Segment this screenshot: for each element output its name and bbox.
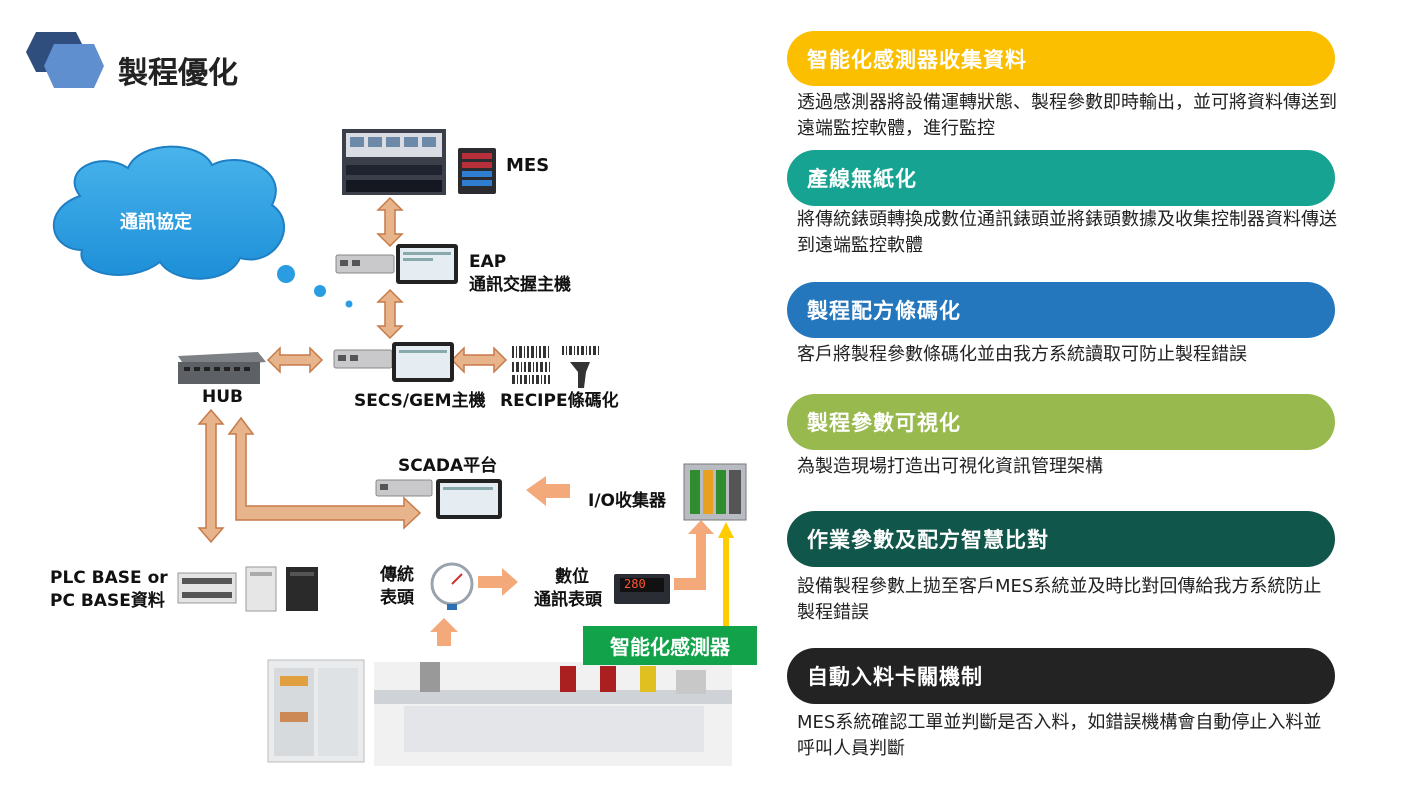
digital-meter-label-line1: 數位 (555, 567, 589, 587)
pc-tower-white-icon (245, 566, 277, 612)
hexagon-logo-icon (26, 32, 104, 88)
digital-meter-label-line2: 通訊表頭 (534, 590, 602, 610)
pc-tower-black-icon (286, 567, 318, 611)
feature-title: 製程參數可視化 (807, 411, 961, 435)
smart-sensor-label: 智能化感測器 (583, 626, 757, 665)
feature-pill-paperless: 產線無紙化 (787, 150, 1335, 206)
arrow-hub-scada (227, 416, 422, 530)
feature-desc-recipe-barcode: 客戶將製程參數條碼化並由我方系統讀取可防止製程錯誤 (797, 344, 1247, 365)
io-collector-icon (683, 463, 747, 521)
feature-title: 作業參數及配方智慧比對 (807, 528, 1049, 552)
control-room-image (342, 129, 446, 195)
eap-box-pc-icon (335, 254, 395, 274)
process-diagram (52, 129, 747, 766)
electrical-cabinet-image (267, 659, 365, 763)
scada-panel-pc-icon (436, 479, 502, 519)
recipe-label: RECIPE條碼化 (500, 391, 619, 411)
traditional-gauge-label-line1: 傳統 (380, 565, 414, 585)
barcode-icon (512, 346, 599, 384)
scada-label: SCADA平台 (398, 456, 498, 476)
production-machine-image (374, 662, 732, 766)
feature-pill-recipe-barcode: 製程配方條碼化 (787, 282, 1335, 338)
secs-panel-pc-icon (392, 342, 454, 382)
io-collector-label: I/O收集器 (588, 491, 666, 511)
feature-title: 智能化感測器收集資料 (807, 47, 1027, 72)
feature-title: 產線無紙化 (807, 167, 917, 191)
arrow-hub-plc (197, 408, 225, 544)
hub-label: HUB (202, 387, 243, 407)
plc-label-line2: PC BASE資料 (50, 591, 165, 611)
plc-controller-icon (177, 572, 237, 604)
mes-label: MES (506, 155, 550, 176)
eap-panel-pc-icon (396, 244, 458, 284)
traditional-gauge-label-line2: 表頭 (380, 588, 414, 608)
arrow-hub-secs (266, 346, 324, 374)
feature-title: 製程配方條碼化 (807, 299, 961, 323)
feature-pill-smart-compare: 作業參數及配方智慧比對 (787, 511, 1335, 567)
feature-pill-visualization: 製程參數可視化 (787, 394, 1335, 450)
arrow-io-scada (526, 476, 570, 506)
feature-pill-smart-sensor: 智能化感測器收集資料 (787, 31, 1335, 86)
digital-meter-readout: 280 (624, 577, 646, 591)
plc-label-line1: PLC BASE or (50, 568, 168, 588)
arrow-secs-recipe (450, 346, 508, 374)
cloud-label: 通訊協定 (120, 212, 192, 233)
feature-desc-auto-feed: MES系統確認工單並判斷是否入料，如錯誤機構會自動停止入料並呼叫人員判斷 (797, 712, 1322, 759)
feature-desc-smart-compare: 設備製程參數上拋至客戶MES系統並及時比對回傳給我方系統防止製程錯誤 (797, 576, 1322, 623)
arrow-eap-secs (376, 288, 404, 340)
barcode-scanner-icon (570, 362, 590, 388)
digital-meter-icon (614, 574, 670, 604)
feature-desc-paperless: 將傳統錶頭轉換成數位通訊錶頭並將錶頭數據及收集控制器資料傳送到遠端監控軟體 (797, 209, 1337, 256)
arrow-traditional-digital (478, 568, 518, 596)
arrow-sensor-io (718, 522, 734, 626)
cloud-shape (52, 145, 353, 308)
arrow-machine-gauge (430, 618, 458, 646)
arrow-mes-eap (376, 196, 404, 248)
feature-title: 自動入料卡關機制 (807, 665, 983, 689)
page-title: 製程優化 (118, 56, 238, 91)
hub-icon (178, 352, 266, 384)
feature-desc-smart-sensor: 透過感測器將設備運轉狀態、製程參數即時輸出，並可將資料傳送到遠端監控軟體，進行監… (797, 92, 1337, 139)
scada-box-pc-icon (375, 479, 433, 497)
feature-pill-auto-feed: 自動入料卡關機制 (787, 648, 1335, 704)
eap-label: EAP (469, 252, 507, 272)
secs-box-pc-icon (333, 349, 393, 369)
eap-sub-label: 通訊交握主機 (469, 275, 571, 295)
secs-label: SECS/GEM主機 (354, 391, 486, 411)
analog-gauge-icon (430, 562, 474, 610)
mes-server-icon (458, 148, 496, 194)
arrow-digital-io (674, 520, 714, 590)
feature-desc-visualization: 為製造現場打造出可視化資訊管理架構 (797, 456, 1103, 477)
